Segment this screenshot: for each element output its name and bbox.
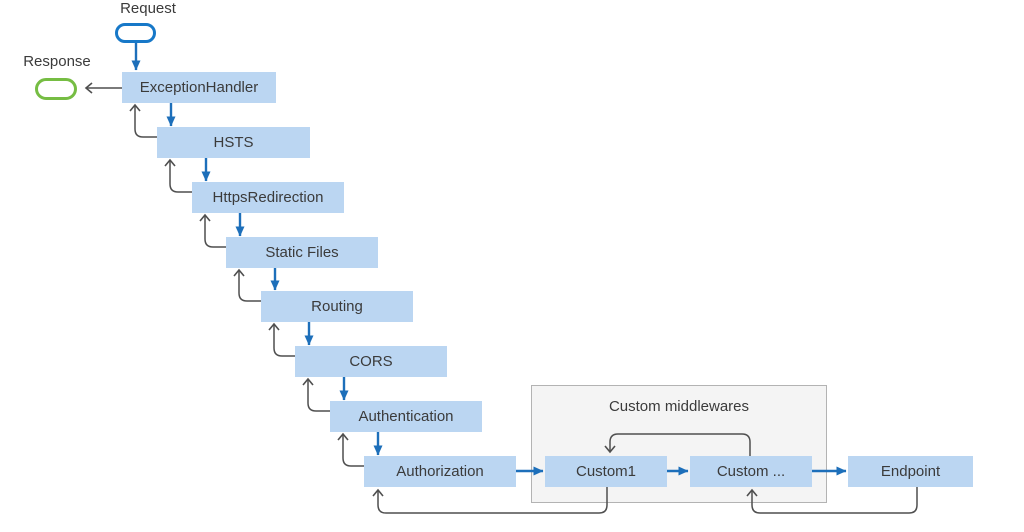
node-endpoint: Endpoint bbox=[848, 456, 973, 487]
node-custom-more: Custom ... bbox=[690, 456, 812, 487]
node-staticfiles: Static Files bbox=[226, 237, 378, 268]
node-label: CORS bbox=[349, 353, 393, 370]
node-cors: CORS bbox=[295, 346, 447, 377]
node-label: Custom ... bbox=[716, 463, 786, 480]
node-exceptionhandler: ExceptionHandler bbox=[122, 72, 276, 103]
node-authorization: Authorization bbox=[364, 456, 516, 487]
custom-middlewares-label: Custom middlewares bbox=[608, 398, 750, 415]
request-pill bbox=[115, 23, 156, 43]
return-arrow-authentication-cors bbox=[302, 377, 330, 412]
node-hsts: HSTS bbox=[157, 127, 310, 158]
return-arrow-staticfiles-httpsredirection bbox=[199, 213, 226, 248]
return-arrow-routing-staticfiles bbox=[233, 268, 261, 302]
node-label: HSTS bbox=[213, 134, 254, 151]
return-arrow-httpsredirection-hsts bbox=[164, 158, 192, 193]
node-custom1: Custom1 bbox=[545, 456, 667, 487]
response-pill bbox=[35, 78, 77, 100]
node-label: HttpsRedirection bbox=[212, 189, 324, 206]
node-authentication: Authentication bbox=[330, 401, 482, 432]
node-label: ExceptionHandler bbox=[139, 79, 259, 96]
node-label: Custom1 bbox=[575, 463, 637, 480]
node-label: Authorization bbox=[396, 463, 484, 480]
return-arrow-hsts-exceptionhandler bbox=[129, 103, 157, 138]
response-label: Response bbox=[23, 53, 91, 70]
node-routing: Routing bbox=[261, 291, 413, 322]
node-httpsredirection: HttpsRedirection bbox=[192, 182, 344, 213]
return-arrow-authorization-authentication bbox=[337, 432, 364, 467]
node-label: Routing bbox=[311, 298, 363, 315]
return-arrow-custommore-custom1 bbox=[604, 433, 751, 456]
node-label: Authentication bbox=[358, 408, 454, 425]
return-arrow-cors-routing bbox=[268, 322, 295, 357]
node-label: Static Files bbox=[265, 244, 339, 261]
request-label: Request bbox=[120, 0, 176, 17]
return-arrow-endpoint-custommore bbox=[746, 487, 918, 514]
node-label: Endpoint bbox=[880, 463, 941, 480]
return-arrow-custom1-authorization bbox=[372, 487, 608, 514]
